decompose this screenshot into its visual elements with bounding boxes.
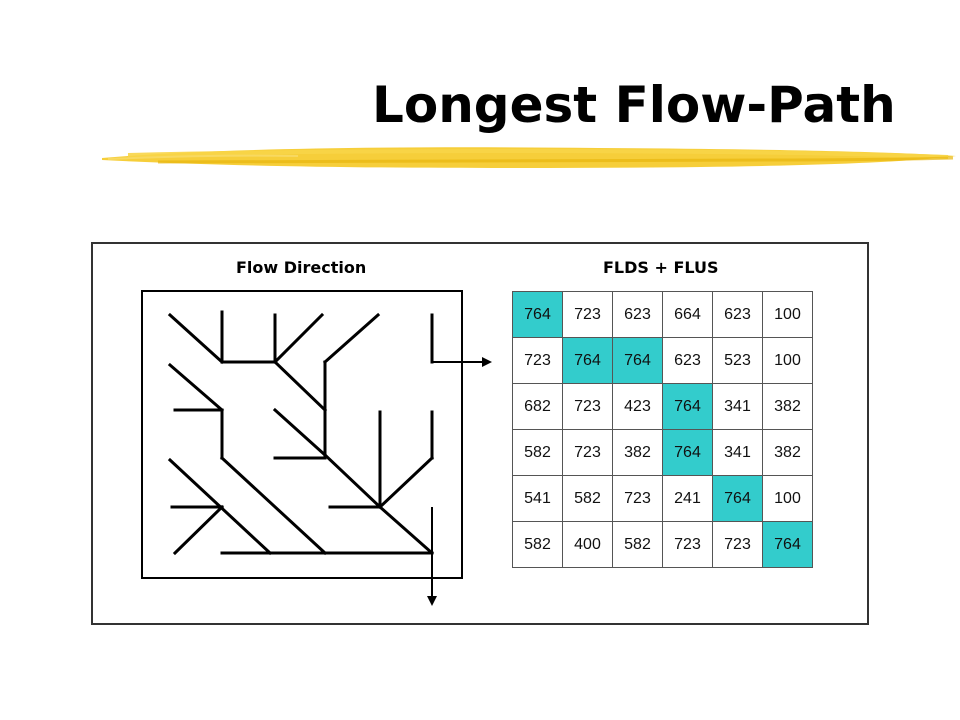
grid-cell: 723 [562,383,613,430]
grid-cell-highlighted: 764 [662,383,713,430]
title-underline-stroke [102,147,956,168]
grid-cell: 582 [512,429,563,476]
grid-cell: 100 [762,291,813,338]
grid-cell: 341 [712,383,763,430]
grid-cell: 723 [662,521,713,568]
grid-cell: 423 [612,383,663,430]
grid-cell-highlighted: 764 [712,475,763,522]
flow-line [219,455,328,556]
grid-cell: 241 [662,475,713,522]
flow-line [167,362,225,413]
grid-cell: 723 [512,337,563,384]
grid-cell: 723 [612,475,663,522]
grid-cell: 100 [762,475,813,522]
grid-cell: 664 [662,291,713,338]
grid-cell: 341 [712,429,763,476]
grid-cell: 523 [712,337,763,384]
grid-cell-highlighted: 764 [512,291,563,338]
flow-direction-box [141,290,463,579]
flow-line [272,407,328,458]
grid-cell: 623 [612,291,663,338]
flow-line [322,452,383,510]
flow-lines [167,310,435,556]
grid-cell: 723 [712,521,763,568]
flow-direction-title: Flow Direction [236,258,367,277]
grid-cell: 100 [762,337,813,384]
grid-cell: 582 [562,475,613,522]
flow-line [272,359,328,413]
grid-cell: 582 [512,521,563,568]
flow-line [377,455,435,510]
grid-cell: 723 [562,429,613,476]
grid-cell-highlighted: 764 [762,521,813,568]
grid-cell: 382 [762,429,813,476]
grid-cell: 723 [562,291,613,338]
grid-cell-highlighted: 764 [662,429,713,476]
slide-title: Longest Flow-Path [372,76,896,134]
flow-line [272,312,325,365]
flow-line [377,504,435,556]
grid-cell: 623 [712,291,763,338]
flow-line [167,312,225,365]
grid-cell: 382 [612,429,663,476]
grid-cell: 400 [562,521,613,568]
flds-flus-title: FLDS + FLUS [603,258,719,277]
grid-cell: 541 [512,475,563,522]
grid-cell: 682 [512,383,563,430]
grid-cell-highlighted: 764 [562,337,613,384]
grid-cell: 623 [662,337,713,384]
flow-line [322,312,381,365]
flow-line [172,504,225,556]
grid-cell-highlighted: 764 [612,337,663,384]
grid-cell: 382 [762,383,813,430]
grid-cell: 582 [612,521,663,568]
